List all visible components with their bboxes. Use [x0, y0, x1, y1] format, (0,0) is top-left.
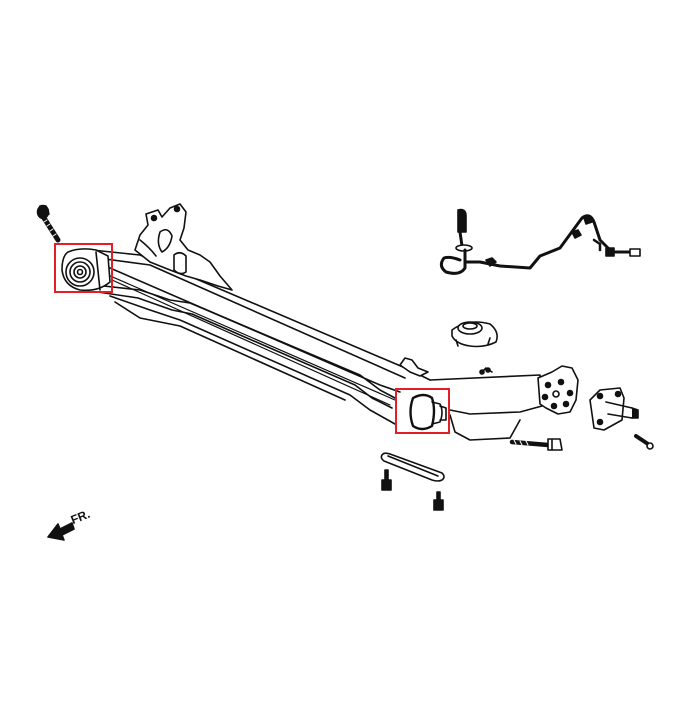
flange-bolt-icon: [509, 438, 563, 451]
brace-bolt-left-icon: [381, 469, 392, 491]
mounting-bolt-icon: [36, 204, 61, 243]
beam-bracket-icon: [134, 203, 233, 291]
torsion-beam-icon: [91, 249, 431, 425]
brace-bar-icon: [380, 452, 445, 482]
right-bushing-icon: [409, 393, 447, 431]
left-bushing-icon: [61, 248, 111, 292]
highlight-left-bushing: [54, 243, 113, 293]
abs-sensor-harness-icon: [439, 208, 641, 275]
beam-end-right-icon: [399, 357, 579, 441]
brace-bolt-right-icon: [433, 491, 444, 511]
spring-seat-icon: [451, 321, 498, 348]
arrow-down-left-icon: [47, 522, 75, 541]
hub-spindle-icon: [589, 387, 654, 450]
highlight-right-bushing: [395, 388, 450, 434]
